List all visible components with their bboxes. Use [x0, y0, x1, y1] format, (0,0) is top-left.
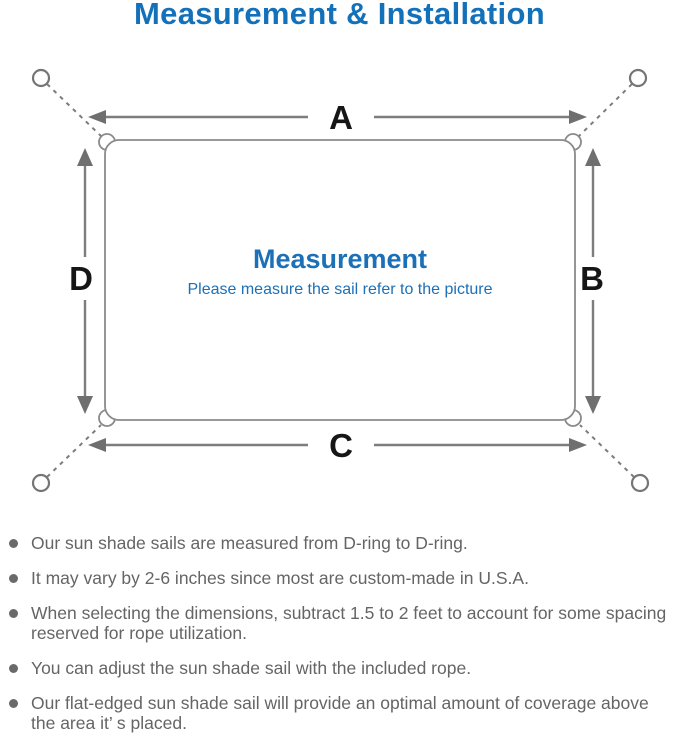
- dimension-label-b: B: [580, 260, 604, 297]
- note-text: You can adjust the sun shade sail with t…: [31, 658, 472, 678]
- bullet-icon: [9, 699, 18, 708]
- note-item: Our flat-edged sun shade sail will provi…: [9, 693, 675, 733]
- note-text: When selecting the dimensions, subtract …: [31, 603, 667, 643]
- note-text: Our flat-edged sun shade sail will provi…: [31, 693, 649, 733]
- page-title: Measurement & Installation: [134, 0, 545, 31]
- notes-list: Our sun shade sails are measured from D-…: [9, 533, 675, 739]
- bullet-icon: [9, 609, 18, 618]
- sail-rectangle: [104, 139, 576, 421]
- dimension-label-d: D: [69, 260, 93, 297]
- anchor-rope-lines: [46, 83, 635, 478]
- dimension-label-a: A: [329, 99, 353, 136]
- diagram-caption: Measurement Please measure the sail refe…: [105, 244, 575, 299]
- dimension-label-c: C: [329, 427, 353, 464]
- caption-title: Measurement: [252, 244, 428, 274]
- note-item: You can adjust the sun shade sail with t…: [9, 658, 675, 678]
- bullet-icon: [9, 574, 18, 583]
- note-item: When selecting the dimensions, subtract …: [9, 603, 675, 643]
- note-text: It may vary by 2-6 inches since most are…: [31, 568, 529, 588]
- caption-subtitle: Please measure the sail refer to the pic…: [187, 281, 493, 298]
- bullet-icon: [9, 664, 18, 673]
- anchor-rings: [31, 68, 650, 493]
- dimension-arrow-lines: [83, 115, 595, 447]
- note-item: It may vary by 2-6 inches since most are…: [9, 568, 675, 588]
- note-text: Our sun shade sails are measured from D-…: [31, 533, 468, 553]
- note-item: Our sun shade sails are measured from D-…: [9, 533, 675, 553]
- dimension-arrowheads: [77, 110, 601, 452]
- bullet-icon: [9, 539, 18, 548]
